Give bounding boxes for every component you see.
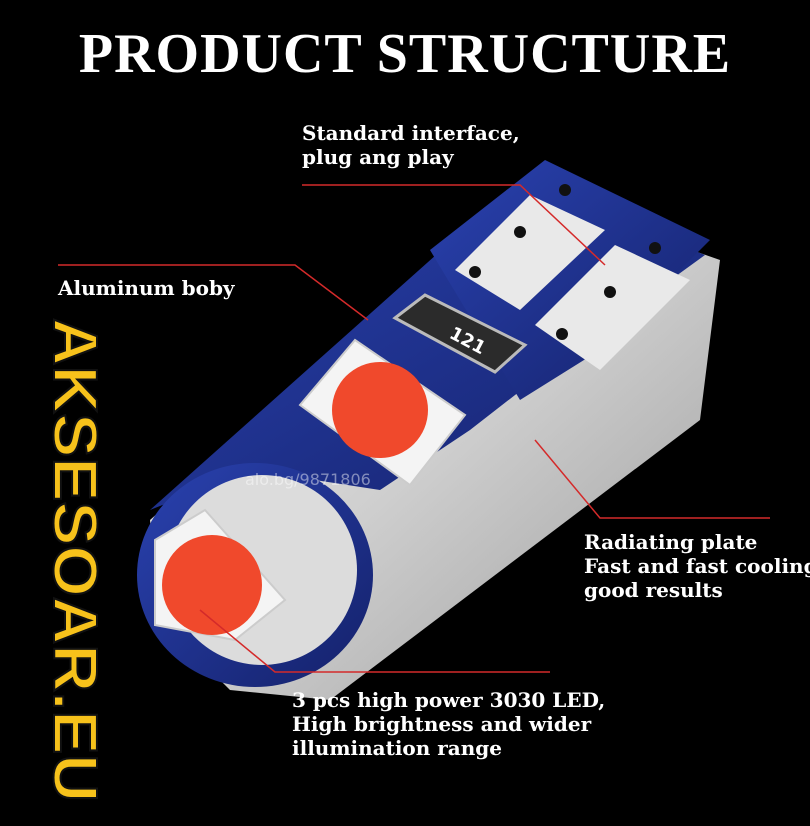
annotation-interface: Standard interface, plug ang play <box>302 121 520 169</box>
leader-radiating <box>534 439 770 519</box>
brand-logo: AKSESOAR.EU <box>39 318 106 802</box>
leader-lines <box>58 184 770 673</box>
brand-text: AKSESOAR.EU <box>40 318 106 802</box>
page-title: PRODUCT STRUCTURE <box>78 23 732 85</box>
annotation-radiating: Radiating plate Fast and fast cooling, g… <box>584 530 810 602</box>
leader-interface <box>302 184 606 266</box>
contact-holes <box>469 184 661 340</box>
annotation-aluminum: Aluminum boby <box>58 276 235 300</box>
led-chip-front <box>154 508 287 642</box>
leader-aluminum <box>58 264 369 321</box>
watermark-text: alo.bg/9871806 <box>245 470 371 489</box>
contact-strip-right <box>535 245 690 370</box>
annotation-led: 3 pcs high power 3030 LED, High brightne… <box>292 688 606 760</box>
leader-led <box>199 609 550 673</box>
contact-strip-left <box>455 195 605 310</box>
led-chip-top <box>298 338 467 487</box>
